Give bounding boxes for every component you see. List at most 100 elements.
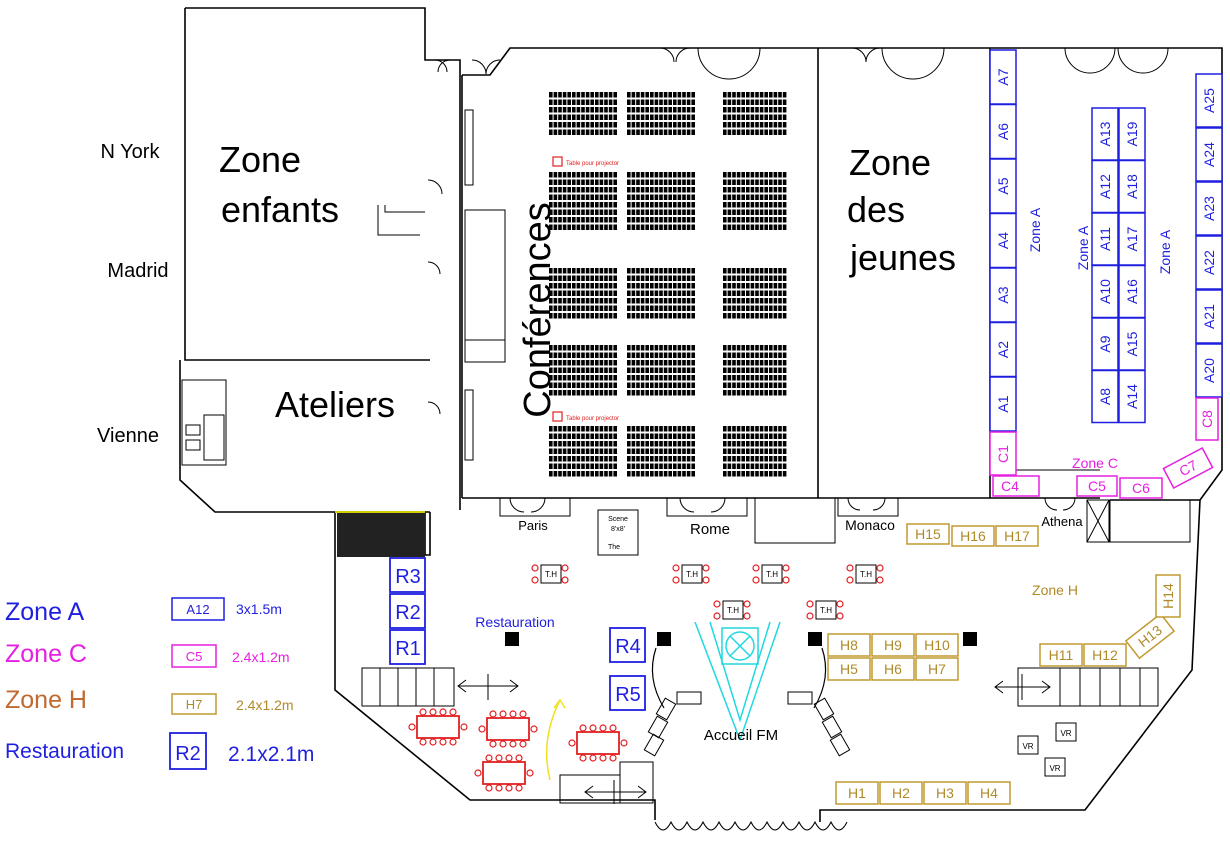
booth-h3	[923, 781, 967, 805]
booth-h9	[871, 633, 915, 657]
booth-a10-label: A10	[1097, 279, 1113, 304]
booth-a25-label: A25	[1201, 88, 1217, 113]
booth-a7: A7	[989, 49, 1017, 105]
booth-c7: C7	[1162, 446, 1214, 490]
seat-block	[549, 268, 617, 319]
legend-restauration-code: R2	[175, 743, 201, 765]
zone-a-label-1: Zone A	[1027, 207, 1043, 252]
booth-c1-label: C1	[995, 445, 1011, 463]
booth-h1-label: H1	[848, 785, 866, 801]
zone-enfants-line2: enfants	[221, 189, 339, 230]
booth-a16: A16	[1118, 264, 1146, 319]
left-wing-walls	[179, 7, 461, 513]
seat-block	[723, 268, 787, 319]
booth-c6	[1119, 477, 1163, 499]
booth-r3	[389, 557, 426, 593]
booth-h13: H13	[1124, 612, 1176, 660]
zone-jeunes-line3: jeunes	[849, 237, 956, 278]
booth-r4	[609, 627, 646, 663]
ateliers-label: Ateliers	[275, 384, 395, 425]
zone-h-label: Zone H	[1032, 582, 1078, 598]
th-label: T.H	[545, 570, 557, 579]
booth-h12	[1083, 643, 1127, 667]
door-swings	[427, 47, 881, 415]
booth-a2: A2	[989, 321, 1017, 378]
door-athena: Athena	[1041, 514, 1083, 529]
legend-zone-a-name: Zone A	[5, 598, 85, 626]
scene-line1: Scene	[608, 516, 628, 523]
booth-a4: A4	[989, 212, 1017, 269]
seat-block	[549, 426, 617, 477]
zone-h-booths: H15 H16 H17 H8 H9 H10 H5 H6 H7 H11 H12 H…	[827, 523, 1181, 805]
booth-a19-label: A19	[1124, 121, 1140, 146]
vr-units: VR VR VR	[1017, 722, 1077, 777]
th-table: T.H	[531, 564, 569, 584]
seat-block	[723, 172, 787, 230]
vr-label-2: VR	[1060, 729, 1071, 738]
booth-a5: A5	[989, 158, 1017, 214]
booth-a12-label: A12	[1097, 174, 1113, 199]
booth-a25: A25	[1195, 73, 1223, 128]
vr-unit-1	[1017, 735, 1039, 755]
booth-c7-label: C7	[1176, 457, 1200, 480]
vr-label-1: VR	[1022, 742, 1033, 751]
th-label: T.H	[727, 606, 739, 615]
booth-a20: A20	[1195, 343, 1223, 398]
seat-block	[549, 345, 617, 396]
restaurant-table	[568, 724, 628, 762]
booth-r5	[609, 675, 646, 711]
zone-enfants-line1: Zone	[219, 139, 301, 180]
booth-a15-label: A15	[1124, 331, 1140, 356]
conference-seating	[549, 92, 787, 477]
booth-h2	[879, 781, 923, 805]
th-table: T.H	[713, 600, 751, 620]
booth-r1-label: R1	[395, 638, 421, 660]
booth-h7	[915, 657, 959, 681]
booth-h16	[951, 525, 995, 547]
zone-a-label-2: Zone A	[1075, 225, 1091, 270]
booth-a3: A3	[989, 267, 1017, 323]
booth-a9-label: A9	[1097, 335, 1113, 352]
booth-c5	[1076, 475, 1118, 497]
booth-a16-label: A16	[1124, 279, 1140, 304]
booth-a1-label: A1	[995, 395, 1011, 412]
booth-r4-label: R4	[615, 636, 641, 658]
restaurant-table	[478, 710, 538, 748]
booth-a22-label: A22	[1201, 250, 1217, 275]
booth-a4-label: A4	[995, 232, 1011, 249]
counters	[361, 667, 1159, 804]
accueil-area	[643, 621, 851, 757]
booth-a8-label: A8	[1097, 388, 1113, 405]
booth-c5-label: C5	[1088, 478, 1106, 494]
legend-zone-h-size: 2.4x1.2m	[236, 697, 294, 713]
room-madrid: Madrid	[107, 260, 168, 282]
booth-h11-label: H11	[1049, 647, 1074, 663]
legend-zone-c-name: Zone C	[5, 640, 87, 668]
booth-a11-label: A11	[1097, 227, 1113, 251]
booth-r5-label: R5	[615, 684, 641, 706]
booth-h5-label: H5	[840, 661, 858, 677]
seat-block	[549, 172, 617, 230]
pillars	[505, 632, 977, 646]
scene-line3: The	[608, 544, 620, 551]
seat-block	[627, 92, 695, 135]
zone-des-jeunes-label: Zone des jeunes	[847, 142, 956, 278]
booth-h14	[1155, 574, 1181, 618]
legend-zone-a-code: A12	[186, 602, 209, 617]
booth-h4	[967, 781, 1011, 805]
zone-enfants-label: Zone enfants	[219, 139, 339, 230]
legend-zone-h-swatch	[171, 693, 217, 715]
booth-c8	[1195, 397, 1219, 441]
seat-block	[723, 345, 787, 396]
booth-a23-label: A23	[1201, 196, 1217, 221]
booth-a12: A12	[1091, 159, 1119, 214]
zone-a-label-3: Zone A	[1157, 229, 1173, 274]
booth-a21: A21	[1195, 289, 1223, 344]
projector-table-label-1: Table pour projector	[566, 161, 619, 167]
booth-h3-label: H3	[936, 785, 954, 801]
th-table: T.H	[752, 564, 790, 584]
booth-a9: A9	[1091, 317, 1119, 371]
booth-a8: A8	[1091, 369, 1119, 424]
